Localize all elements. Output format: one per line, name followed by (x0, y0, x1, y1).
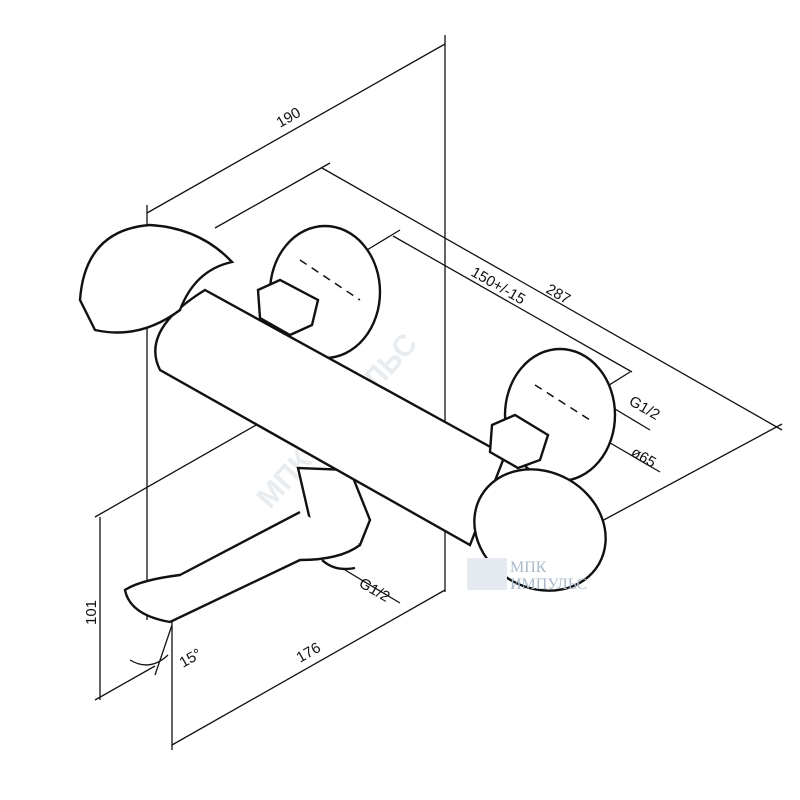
logo: МПК ИМПУЛЬС (467, 558, 587, 593)
dim-d65: ø65 (628, 444, 659, 472)
dim-101: 101 (83, 600, 100, 625)
faucet-body (78, 223, 617, 624)
dim-g12-outlet: G1/2 (356, 575, 393, 606)
logo-line1: МПК (510, 559, 547, 576)
nut-left (256, 278, 320, 337)
dim-287: 287 (543, 281, 573, 308)
nut-right (488, 413, 550, 470)
logo-line2: ИМПУЛЬС (510, 576, 587, 593)
center-marks (299, 259, 591, 421)
main-cylinder (154, 288, 507, 547)
outlet-thread (321, 559, 356, 571)
dim-150: 150+/-15 (468, 264, 528, 309)
left-end-cap (78, 223, 235, 334)
dim-15deg: 15° (177, 645, 205, 671)
right-knob (473, 468, 607, 592)
dim-176: 176 (294, 639, 324, 666)
spout (123, 510, 361, 624)
